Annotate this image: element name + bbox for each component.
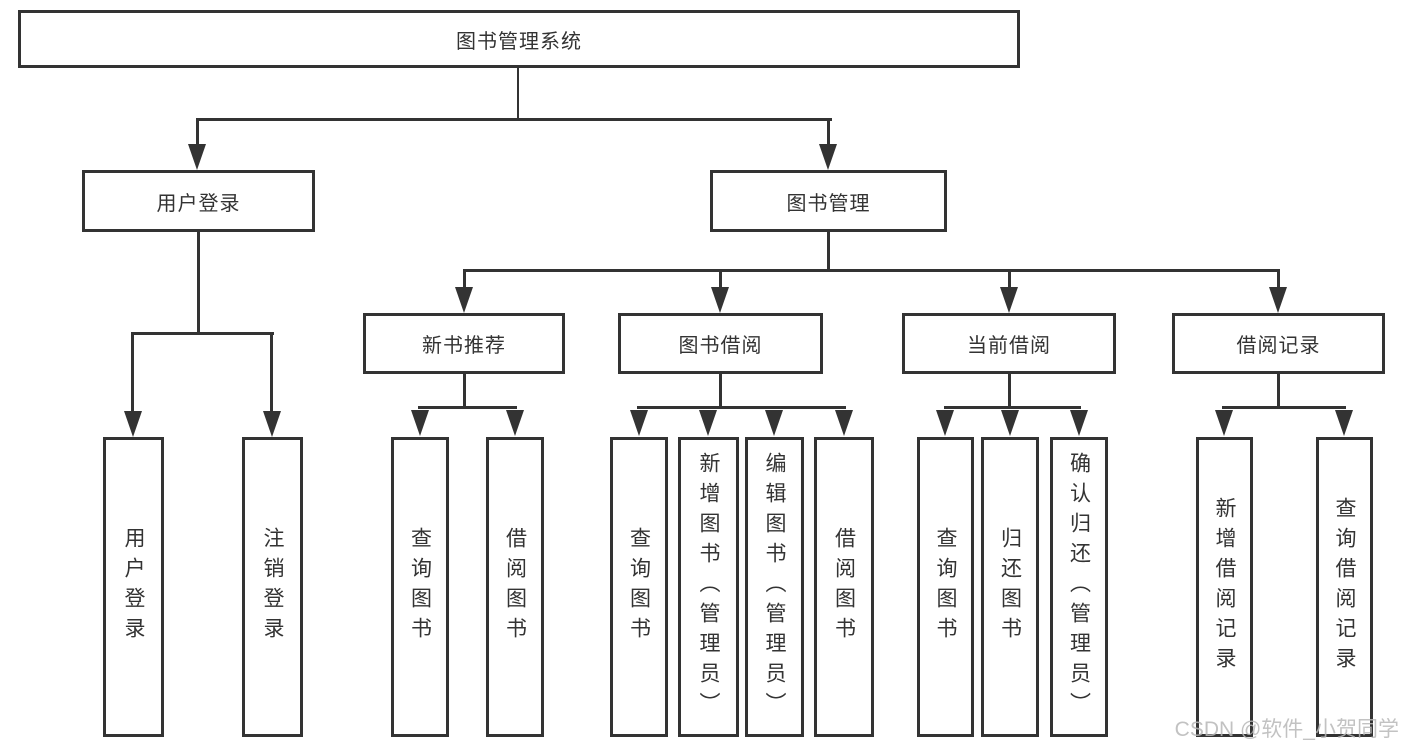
arrow-to-leaf-logout (263, 411, 281, 437)
leaf-borrow-edit: 编辑图书（管理员） (745, 437, 804, 737)
arrow-to-borrow-edit (765, 410, 783, 436)
connector-records-stem (1277, 374, 1280, 409)
connector-user-login-branch (131, 332, 274, 335)
node-user-login: 用户登录 (82, 170, 315, 232)
leaf-newbook-query: 查询图书 (391, 437, 449, 737)
connector-level2-drop-4 (1277, 269, 1280, 289)
leaf-borrow-edit-label: 编辑图书（管理员） (763, 452, 787, 722)
arrow-to-newbook-query (411, 410, 429, 436)
leaf-newbook-borrow: 借阅图书 (486, 437, 544, 737)
connector-level2-drop-2 (719, 269, 722, 289)
leaf-borrow-borrow: 借阅图书 (814, 437, 874, 737)
connector-user-login-drop-left (131, 332, 134, 412)
arrow-to-borrow-add (699, 410, 717, 436)
connector-new-book-branch (418, 406, 517, 409)
watermark: CSDN @软件_小贺同学 (1174, 718, 1399, 741)
leaf-current-query: 查询图书 (917, 437, 974, 737)
arrow-to-current-confirm (1070, 410, 1088, 436)
node-current-borrow-label: 当前借阅 (967, 335, 1051, 357)
node-new-book-recommend-label: 新书推荐 (422, 335, 506, 357)
leaf-user-login: 用户登录 (103, 437, 164, 737)
node-borrow-records: 借阅记录 (1172, 313, 1385, 374)
arrow-to-records-query (1335, 410, 1353, 436)
arrow-to-borrow-records (1269, 287, 1287, 313)
leaf-borrow-add-label: 新增图书（管理员） (697, 452, 721, 722)
leaf-borrow-query: 查询图书 (610, 437, 668, 737)
leaf-borrow-query-label: 查询图书 (627, 527, 651, 647)
arrow-to-borrow-query (630, 410, 648, 436)
node-new-book-recommend: 新书推荐 (363, 313, 565, 374)
leaf-current-return: 归还图书 (981, 437, 1039, 737)
arrow-to-user-login (188, 144, 206, 170)
node-book-management: 图书管理 (710, 170, 947, 232)
leaf-records-query: 查询借阅记录 (1316, 437, 1373, 737)
node-root: 图书管理系统 (18, 10, 1020, 68)
leaf-newbook-query-label: 查询图书 (408, 527, 432, 647)
arrow-to-current-borrow (1000, 287, 1018, 313)
leaf-current-return-label: 归还图书 (998, 527, 1022, 647)
arrow-to-current-query (936, 410, 954, 436)
connector-records-branch (1222, 406, 1346, 409)
node-current-borrow: 当前借阅 (902, 313, 1116, 374)
connector-book-borrow-stem (719, 374, 722, 409)
leaf-current-confirm: 确认归还（管理员） (1050, 437, 1108, 737)
node-book-borrow: 图书借阅 (618, 313, 823, 374)
connector-book-borrow-branch (637, 406, 846, 409)
leaf-borrow-add: 新增图书（管理员） (678, 437, 739, 737)
arrow-to-records-add (1215, 410, 1233, 436)
arrow-to-book-borrow (711, 287, 729, 313)
connector-level2-drop-3 (1008, 269, 1011, 289)
leaf-newbook-borrow-label: 借阅图书 (503, 527, 527, 647)
leaf-borrow-borrow-label: 借阅图书 (832, 527, 856, 647)
arrow-to-current-return (1001, 410, 1019, 436)
connector-user-login-drop-right (270, 332, 273, 412)
connector-level1-drop-left (196, 118, 199, 146)
connector-level1-branch (196, 118, 832, 121)
node-borrow-records-label: 借阅记录 (1236, 335, 1321, 357)
connector-level2-drop-1 (463, 269, 466, 289)
connector-new-book-stem (463, 374, 466, 409)
node-root-label: 图书管理系统 (456, 30, 582, 53)
leaf-current-query-label: 查询图书 (934, 527, 958, 647)
arrow-to-borrow-borrow (835, 410, 853, 436)
connector-current-borrow-branch (944, 406, 1081, 409)
leaf-records-add-label: 新增借阅记录 (1213, 497, 1237, 677)
arrow-to-new-book-recommend (455, 287, 473, 313)
leaf-user-login-label: 用户登录 (122, 527, 146, 647)
leaf-logout: 注销登录 (242, 437, 303, 737)
leaf-current-confirm-label: 确认归还（管理员） (1067, 452, 1091, 722)
connector-level1-drop-right (827, 118, 830, 146)
node-book-borrow-label: 图书借阅 (678, 335, 763, 357)
connector-book-mgmt-stem (827, 232, 830, 272)
leaf-records-add: 新增借阅记录 (1196, 437, 1253, 737)
node-book-management-label: 图书管理 (786, 192, 871, 215)
leaf-logout-label: 注销登录 (261, 527, 285, 647)
arrow-to-book-management (819, 144, 837, 170)
connector-level2-branch (463, 269, 1280, 272)
node-user-login-label: 用户登录 (156, 192, 241, 215)
arrow-to-newbook-borrow (506, 410, 524, 436)
connector-current-borrow-stem (1008, 374, 1011, 409)
arrow-to-leaf-user-login (124, 411, 142, 437)
connector-root-stem (517, 67, 519, 119)
leaf-records-query-label: 查询借阅记录 (1333, 497, 1357, 677)
connector-user-login-stem (197, 232, 200, 335)
